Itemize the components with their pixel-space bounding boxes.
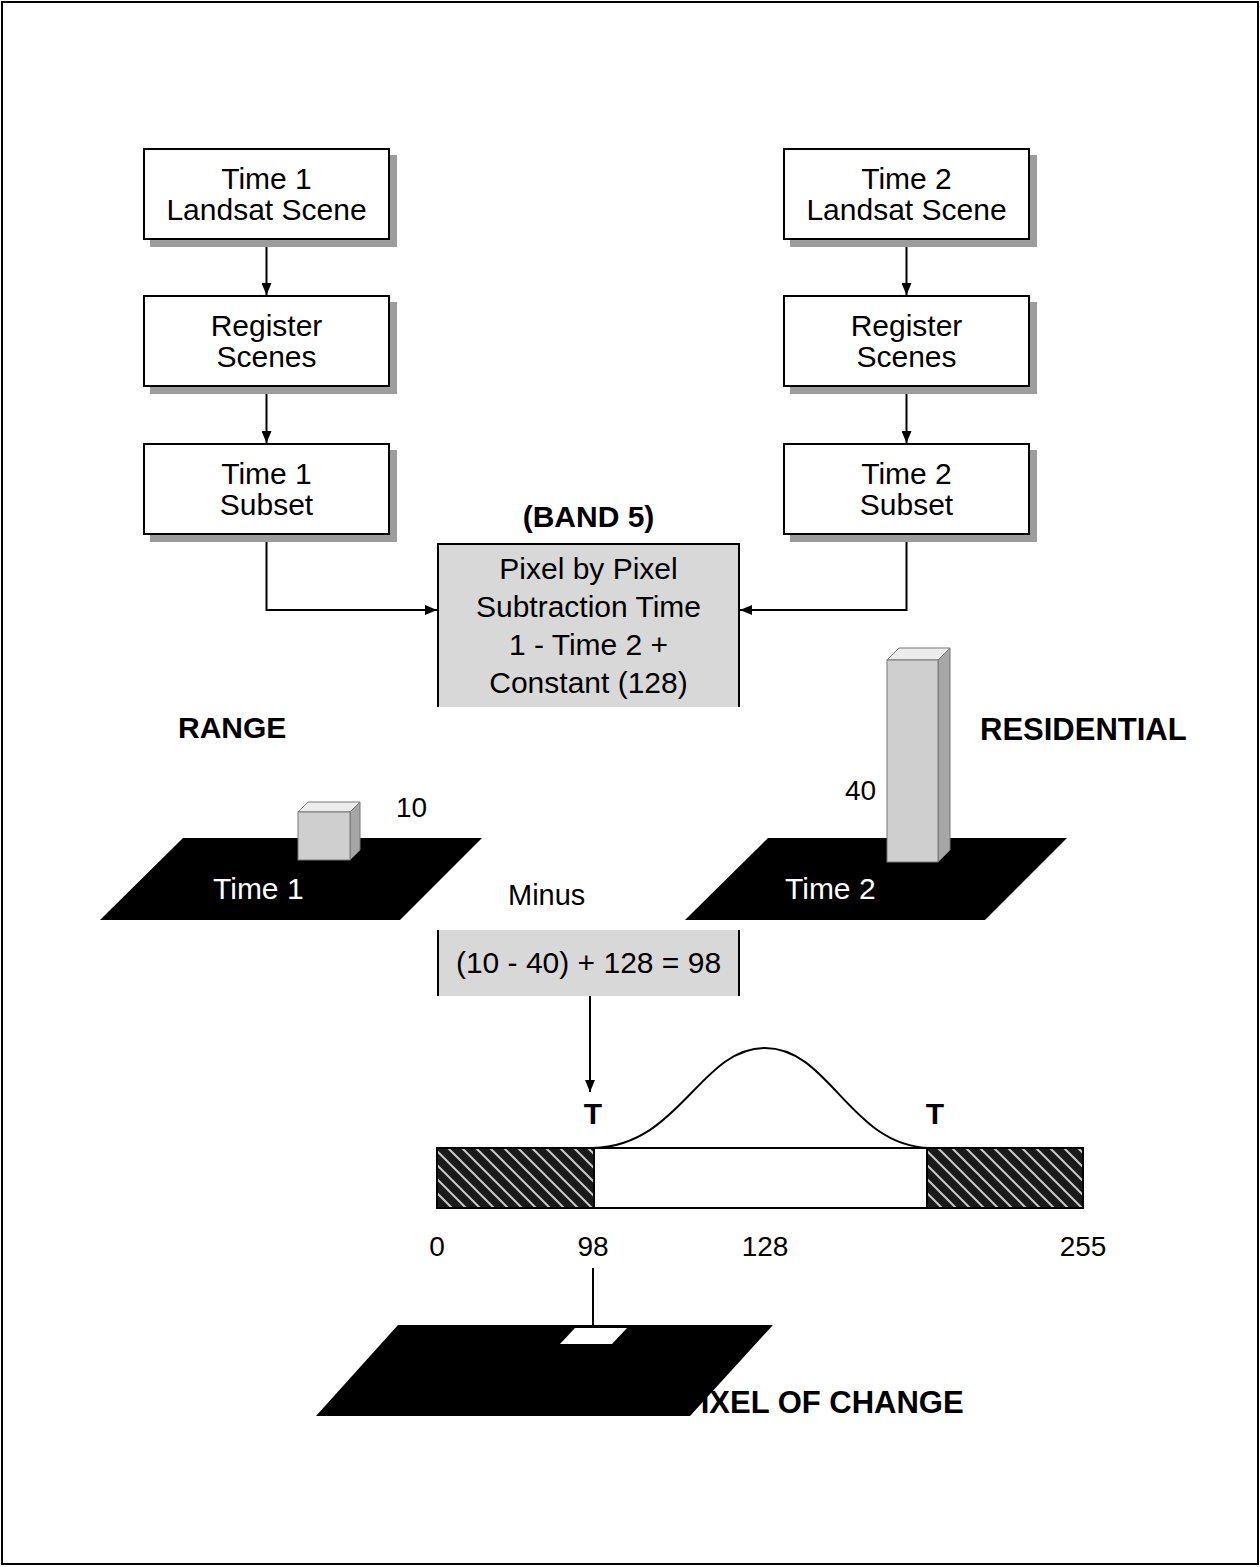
axis-tick: 128 [742, 1233, 789, 1261]
process-box: Time 1 Subset [143, 443, 390, 535]
result-box: (10 - 40) + 128 = 98 [437, 930, 740, 996]
box-text: Time 2 [785, 874, 876, 904]
box-text: Register Scenes [805, 310, 1008, 372]
change-pixel [560, 1328, 627, 1344]
box-text: Pixel by Pixel Subtraction Time 1 - Time… [475, 550, 703, 702]
box-text: Time 1 Landsat Scene [165, 163, 368, 225]
class-label: RANGE [178, 713, 286, 743]
cube-top [298, 802, 360, 812]
process-box: Register Scenes [143, 295, 390, 387]
result-arrow [589, 996, 591, 1092]
operator-label: Minus [508, 881, 585, 910]
histogram-bar [437, 1148, 1083, 1208]
axis-tick: 98 [577, 1233, 608, 1261]
box-text: Time 2 Subset [822, 458, 992, 520]
process-box: Time 2 Landsat Scene [783, 148, 1030, 240]
value-label: 10 [396, 794, 427, 822]
change-zone [927, 1148, 1083, 1208]
ground-plane: Time 1 [100, 836, 484, 922]
process-box: Time 2 Subset [783, 443, 1030, 535]
box-text: Time 2 Landsat Scene [805, 163, 1008, 225]
axis-tick: 0 [429, 1233, 445, 1261]
box-text: Time 1 Subset [182, 458, 352, 520]
threshold-label: T [584, 1099, 602, 1129]
box-text: (10 - 40) + 128 = 98 [456, 947, 721, 978]
value-label: 40 [845, 777, 876, 805]
flow-arrow [266, 387, 268, 443]
flow-arrow [740, 535, 907, 610]
cube-front [887, 660, 938, 862]
change-zone [437, 1148, 594, 1208]
histogram-curve [593, 1048, 930, 1148]
flow-arrow [906, 387, 908, 443]
band-heading: (BAND 5) [439, 501, 738, 532]
flow-arrow [267, 535, 438, 610]
result-label: PIXEL OF CHANGE [680, 1387, 964, 1418]
axis-tick: 255 [1060, 1233, 1107, 1261]
cube-side [350, 802, 360, 860]
operation-box: (BAND 5)Pixel by Pixel Subtraction Time … [437, 543, 740, 707]
class-label: RESIDENTIAL [980, 714, 1187, 745]
threshold-label: T [926, 1099, 944, 1129]
cube-front [298, 812, 350, 860]
ground-plane-shape [100, 838, 482, 920]
process-box: Register Scenes [783, 295, 1030, 387]
box-text: Register Scenes [165, 310, 368, 372]
flow-arrow [266, 240, 268, 295]
cube-side [938, 648, 950, 862]
plane-shape [685, 836, 1069, 922]
ground-plane: Time 2 [685, 836, 1069, 922]
process-box: Time 1 Landsat Scene [143, 148, 390, 240]
flow-arrow [906, 240, 908, 295]
ground-plane-shape [685, 838, 1067, 920]
box-text: Time 1 [213, 874, 304, 904]
